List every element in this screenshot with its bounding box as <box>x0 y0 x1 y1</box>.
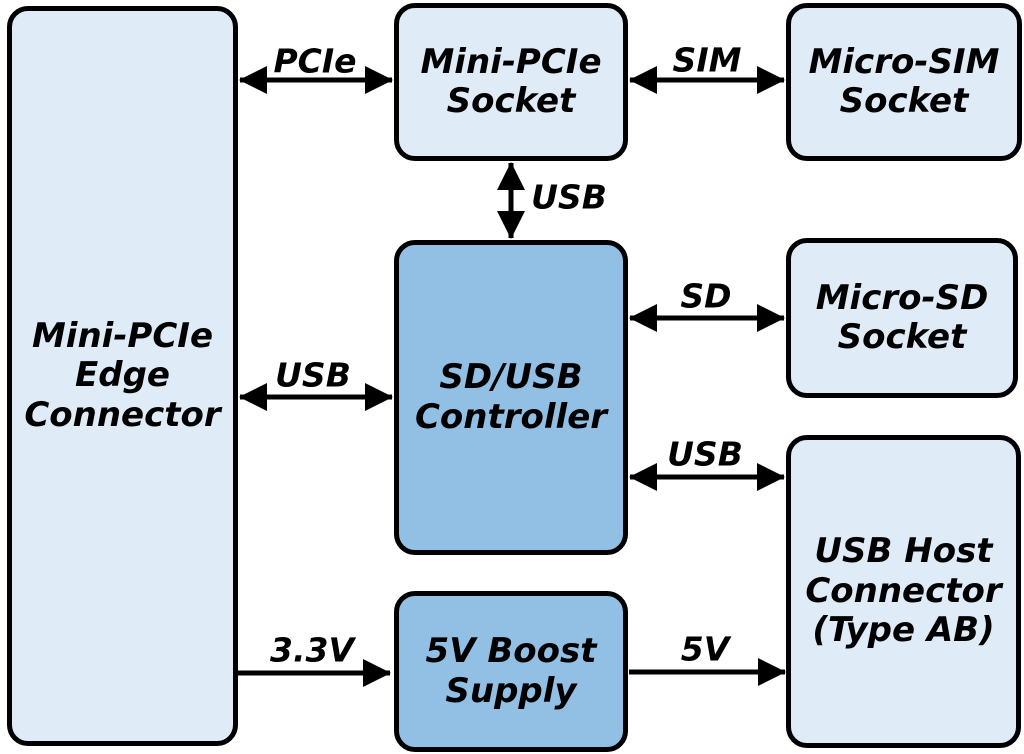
node-usb-host-connector-label: USB Host Connector (Type AB) <box>805 531 1002 651</box>
edge-label-3v3: 3.3V <box>270 630 354 670</box>
edge-label-sim: SIM <box>672 40 742 80</box>
node-sd-usb-controller-label: SD/USB Controller <box>414 357 608 437</box>
node-mini-pcie-edge-connector-label: Mini-PCIe Edge Connector <box>24 315 221 435</box>
edge-label-sd: SD <box>680 276 732 316</box>
node-mini-pcie-socket: Mini-PCIe Socket <box>394 3 628 161</box>
edge-label-5v: 5V <box>680 629 730 669</box>
edge-label-usb-host: USB <box>667 434 743 474</box>
node-5v-boost-supply-label: 5V Boost Supply <box>425 631 597 711</box>
node-mini-pcie-edge-connector: Mini-PCIe Edge Connector <box>7 6 238 746</box>
node-micro-sim-socket: Micro-SIM Socket <box>786 3 1022 161</box>
node-micro-sd-socket: Micro-SD Socket <box>786 238 1018 398</box>
node-5v-boost-supply: 5V Boost Supply <box>394 591 628 752</box>
node-micro-sd-socket-label: Micro-SD Socket <box>815 277 989 357</box>
edge-label-pcie: PCIe <box>273 41 357 81</box>
node-usb-host-connector: USB Host Connector (Type AB) <box>786 435 1021 748</box>
node-micro-sim-socket-label: Micro-SIM Socket <box>808 41 1000 121</box>
node-mini-pcie-socket-label: Mini-PCIe Socket <box>420 41 602 121</box>
node-sd-usb-controller: SD/USB Controller <box>394 240 628 555</box>
edge-label-usb-socket: USB <box>531 177 607 217</box>
edge-label-usb-edge: USB <box>275 355 351 395</box>
